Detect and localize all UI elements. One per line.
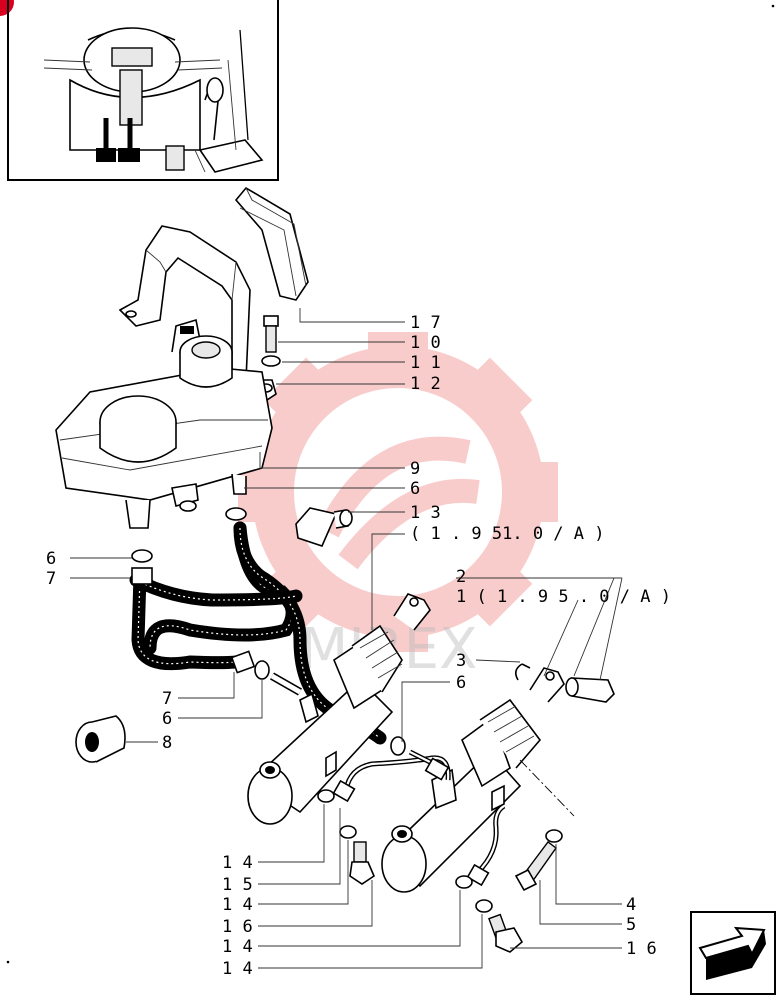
callout-7: 7 xyxy=(46,569,56,589)
callout-12: 1 2 xyxy=(410,374,441,394)
callout-15: 1 5 xyxy=(222,875,253,895)
seal-strip-part xyxy=(234,186,309,301)
callout-14: 1 4 xyxy=(222,937,253,957)
callout-16: 1 6 xyxy=(222,917,253,937)
callout-6: 6 xyxy=(162,709,172,729)
fluid-reservoir-part xyxy=(55,318,273,529)
o-ring-part xyxy=(455,875,473,889)
clip-part xyxy=(295,507,353,547)
master-cylinder-right-part xyxy=(381,667,565,893)
part-labels: 1 7 1 0 1 1 1 2 9 6 1 3 ( 1 . 9 51. 0 / … xyxy=(46,313,671,979)
corner-marker-icon xyxy=(0,0,14,16)
callout-11: 1 1 xyxy=(410,353,441,373)
callout-5: 5 xyxy=(626,915,636,935)
callout-14: 1 4 xyxy=(222,853,253,873)
bolt-part xyxy=(514,841,557,892)
inset-view xyxy=(7,0,279,181)
o-ring-part xyxy=(475,899,493,913)
hose-clamp-part xyxy=(254,660,270,680)
hose-clamp-part xyxy=(225,507,247,521)
dot-marker-icon xyxy=(6,960,10,964)
washer-part xyxy=(261,355,281,367)
tractor-cockpit-pedals-icon xyxy=(43,27,264,173)
pipe-fitting-part xyxy=(466,863,490,887)
retaining-clip-part xyxy=(514,663,531,681)
hose-part xyxy=(129,521,387,745)
brake-pipe-part xyxy=(343,749,506,874)
o-ring-part xyxy=(317,789,335,803)
callout-6: 6 xyxy=(46,549,56,569)
callout-4: 4 xyxy=(626,895,636,915)
callout-3: 3 xyxy=(456,651,466,671)
callout-7: 7 xyxy=(162,689,172,709)
clevis-pin-part xyxy=(565,677,615,703)
hose-clamp-part xyxy=(131,549,153,563)
callout-8: 8 xyxy=(162,733,172,753)
washer-part xyxy=(545,829,563,843)
pipe-fitting-part xyxy=(424,757,450,781)
leader-lines xyxy=(70,308,623,969)
banjo-bolt-part xyxy=(349,841,375,885)
callout-17: 1 7 xyxy=(410,313,441,333)
callout-14: 1 4 xyxy=(222,959,253,979)
hose-part xyxy=(131,567,153,585)
callout-14: 1 4 xyxy=(222,895,253,915)
hose-clamp-part xyxy=(390,736,406,756)
banjo-bolt-part xyxy=(488,913,524,953)
o-ring-part xyxy=(339,825,357,839)
dot-marker-icon xyxy=(771,4,775,8)
grommet-part xyxy=(75,715,126,763)
hose-part xyxy=(230,650,256,674)
next-page-arrow-icon[interactable] xyxy=(690,911,776,995)
callout-16: 1 6 xyxy=(626,939,657,959)
callout-6: 6 xyxy=(410,479,420,499)
pipe-fitting-part xyxy=(332,779,356,803)
master-cylinder-left-part xyxy=(247,593,431,825)
callout-13: 1 3 xyxy=(410,503,441,523)
callout-9: 9 xyxy=(410,459,420,479)
bolt-part xyxy=(263,315,279,353)
callout-10: 1 0 xyxy=(410,333,441,353)
callout-reference: ( 1 . 9 51. 0 / A ) xyxy=(410,524,604,544)
alignment-line xyxy=(519,759,575,817)
callout-6: 6 xyxy=(456,673,466,693)
callout-2: 2 xyxy=(456,567,466,587)
callout-reference: 1 ( 1 . 9 5 . 0 / A ) xyxy=(456,587,671,607)
